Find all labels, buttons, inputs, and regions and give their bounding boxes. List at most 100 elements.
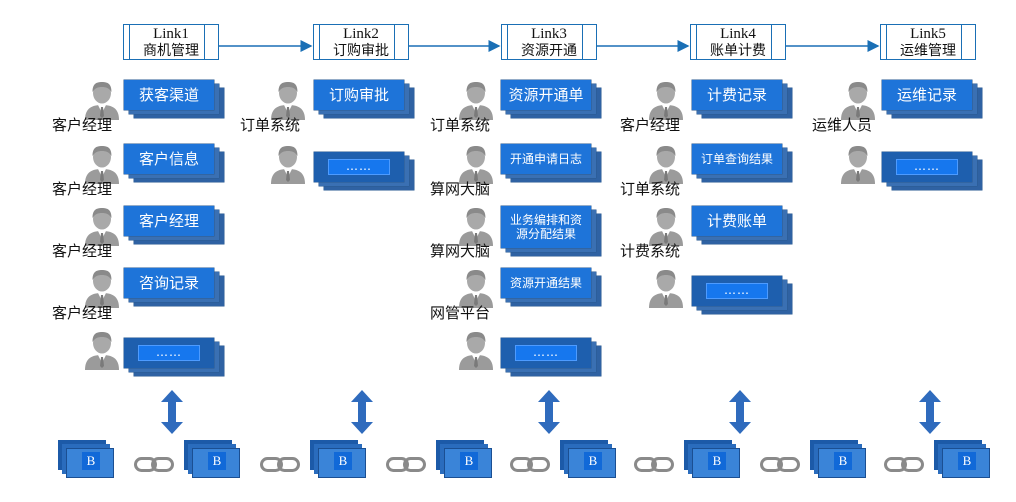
block-icon: B <box>560 440 616 478</box>
card-ellipsis: …… <box>328 159 390 175</box>
record-card[interactable]: …… <box>692 276 792 314</box>
record-card[interactable]: 运维记录 <box>882 80 982 118</box>
role-label: 算网大脑 <box>430 242 491 260</box>
role-label: 网管平台 <box>430 304 491 322</box>
person-icon <box>268 80 308 120</box>
record-card[interactable]: 业务编排和资源分配结果 <box>501 206 601 256</box>
person-icon <box>82 206 122 246</box>
record-card[interactable]: 资源开通结果 <box>501 268 601 306</box>
card-label: 计费记录 <box>692 80 782 110</box>
card-label: 业务编排和资源分配结果 <box>501 206 591 248</box>
record-card[interactable]: 咨询记录 <box>124 268 224 306</box>
stage-link-label: Link2 <box>343 26 379 42</box>
role-label: 客户经理 <box>620 116 681 134</box>
role-label: 计费系统 <box>620 242 681 260</box>
double-arrow-icon <box>919 390 941 434</box>
stage-link-label: Link3 <box>531 26 567 42</box>
card-ellipsis: …… <box>706 283 768 299</box>
role-label: 运维人员 <box>812 116 873 134</box>
record-card[interactable]: …… <box>501 338 601 376</box>
chain-link-icon <box>386 456 426 474</box>
block-icon: B <box>810 440 866 478</box>
stage-link-label: Link5 <box>910 26 946 42</box>
record-card[interactable]: 订单查询结果 <box>692 144 792 182</box>
card-label: 资源开通结果 <box>501 268 591 298</box>
record-card[interactable]: 计费记录 <box>692 80 792 118</box>
person-icon <box>82 144 122 184</box>
role-label: 客户经理 <box>52 304 113 322</box>
chain-link-icon <box>260 456 300 474</box>
person-icon <box>646 80 686 120</box>
block-icon: B <box>436 440 492 478</box>
person-icon <box>456 268 496 308</box>
block-label: B <box>208 452 226 470</box>
record-card[interactable]: 订购审批 <box>314 80 414 118</box>
person-icon <box>646 268 686 308</box>
double-arrow-icon <box>351 390 373 434</box>
block-label: B <box>834 452 852 470</box>
double-arrow-icon <box>161 390 183 434</box>
card-label: 客户信息 <box>124 144 214 174</box>
chain-link-icon <box>510 456 550 474</box>
block-icon: B <box>184 440 240 478</box>
chain-link-icon <box>760 456 800 474</box>
card-ellipsis: …… <box>138 345 200 361</box>
record-card[interactable]: 资源开通单 <box>501 80 601 118</box>
card-label: …… <box>314 152 404 182</box>
card-label: 运维记录 <box>882 80 972 110</box>
person-icon <box>456 206 496 246</box>
double-arrow-icon <box>538 390 560 434</box>
role-label: 客户经理 <box>52 180 113 198</box>
block-label: B <box>708 452 726 470</box>
card-label: 订单查询结果 <box>692 144 782 174</box>
stage-name-label: 资源开通 <box>521 43 577 59</box>
record-card[interactable]: 客户经理 <box>124 206 224 244</box>
chain-link-icon <box>634 456 674 474</box>
card-label: 资源开通单 <box>501 80 591 110</box>
card-label: 订购审批 <box>314 80 404 110</box>
person-icon <box>456 80 496 120</box>
record-card[interactable]: 计费账单 <box>692 206 792 244</box>
block-label: B <box>958 452 976 470</box>
person-icon <box>82 268 122 308</box>
record-card[interactable]: 开通申请日志 <box>501 144 601 182</box>
record-card[interactable]: 获客渠道 <box>124 80 224 118</box>
role-label: 订单系统 <box>430 116 491 134</box>
card-label: …… <box>124 338 214 368</box>
stage-name-label: 订购审批 <box>333 43 389 59</box>
role-label: 客户经理 <box>52 116 113 134</box>
record-card[interactable]: 客户信息 <box>124 144 224 182</box>
stage-link-label: Link4 <box>720 26 756 42</box>
card-label: 客户经理 <box>124 206 214 236</box>
chain-link-icon <box>134 456 174 474</box>
role-label: 订单系统 <box>620 180 681 198</box>
person-icon <box>456 144 496 184</box>
stage-name-label: 运维管理 <box>900 43 956 59</box>
stage-link-label: Link1 <box>153 26 189 42</box>
card-label: …… <box>882 152 972 182</box>
person-icon <box>456 330 496 370</box>
block-label: B <box>334 452 352 470</box>
block-icon: B <box>58 440 114 478</box>
person-icon <box>646 144 686 184</box>
block-label: B <box>460 452 478 470</box>
block-label: B <box>584 452 602 470</box>
person-icon <box>646 206 686 246</box>
card-ellipsis: …… <box>896 159 958 175</box>
card-label: …… <box>692 276 782 306</box>
person-icon <box>838 80 878 120</box>
record-card[interactable]: …… <box>124 338 224 376</box>
record-card[interactable]: …… <box>882 152 982 190</box>
stage-name-label: 账单计费 <box>710 43 766 59</box>
block-icon: B <box>684 440 740 478</box>
record-card[interactable]: …… <box>314 152 414 190</box>
card-ellipsis: …… <box>515 345 577 361</box>
person-icon <box>82 80 122 120</box>
block-icon: B <box>934 440 990 478</box>
